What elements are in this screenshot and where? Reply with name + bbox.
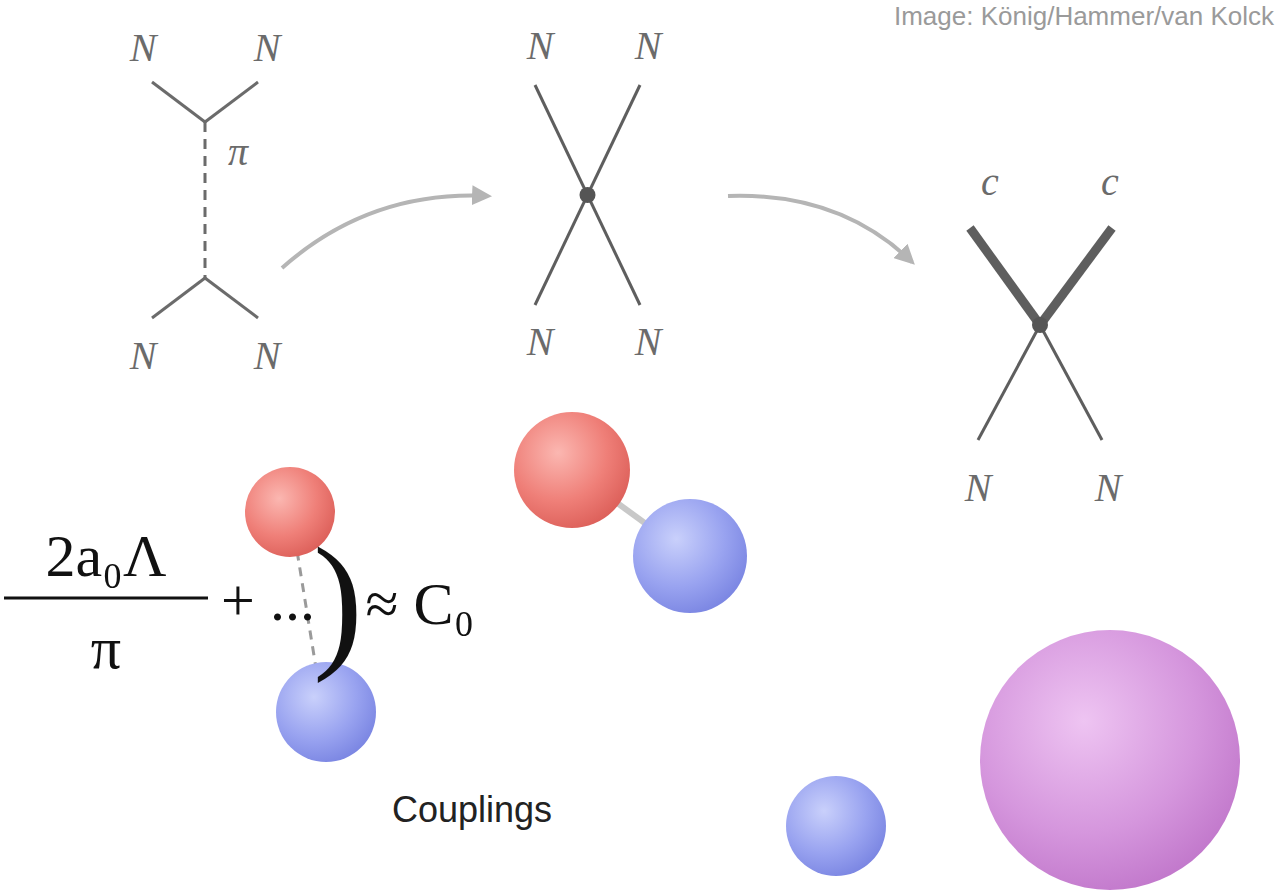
pion-label: π xyxy=(228,132,248,172)
neutron-sphere xyxy=(633,499,747,613)
formula-denominator: π xyxy=(91,618,121,678)
nucleon-label: N xyxy=(130,336,157,376)
cluster-label: c xyxy=(1101,162,1119,202)
neutron-sphere xyxy=(786,776,886,876)
couplings-label: Couplings xyxy=(392,792,552,828)
nucleon-label: N xyxy=(130,28,157,68)
cluster-label: c xyxy=(981,162,999,202)
proton-sphere xyxy=(514,412,630,528)
cluster-contact-diagram xyxy=(970,228,1112,440)
image-credit: Image: König/Hammer/van Kolck xyxy=(894,3,1274,29)
nucleon-label: N xyxy=(635,26,662,66)
nucleon-label: N xyxy=(254,28,281,68)
nucleon-label: N xyxy=(254,336,281,376)
formula-paren: ) xyxy=(313,525,363,675)
contact-diagram xyxy=(535,85,640,305)
nucleon-label: N xyxy=(965,468,992,508)
nucleon-label: N xyxy=(1095,468,1122,508)
formula-term: + ... xyxy=(221,570,315,630)
neutron-sphere xyxy=(276,662,376,762)
fraction-bar xyxy=(4,597,208,600)
cluster-sphere xyxy=(980,630,1240,890)
pion-exchange-diagram xyxy=(152,82,258,318)
nucleon-label: N xyxy=(527,26,554,66)
nucleon-label: N xyxy=(635,322,662,362)
vertex-dot xyxy=(580,187,596,203)
vertex-dot xyxy=(1032,317,1048,333)
nucleon-label: N xyxy=(527,322,554,362)
transition-arrow xyxy=(728,196,912,262)
formula-term: ≈ C₀ xyxy=(366,574,475,634)
transition-arrow xyxy=(282,196,488,268)
formula-numerator: 2a₀Λ xyxy=(45,526,166,586)
